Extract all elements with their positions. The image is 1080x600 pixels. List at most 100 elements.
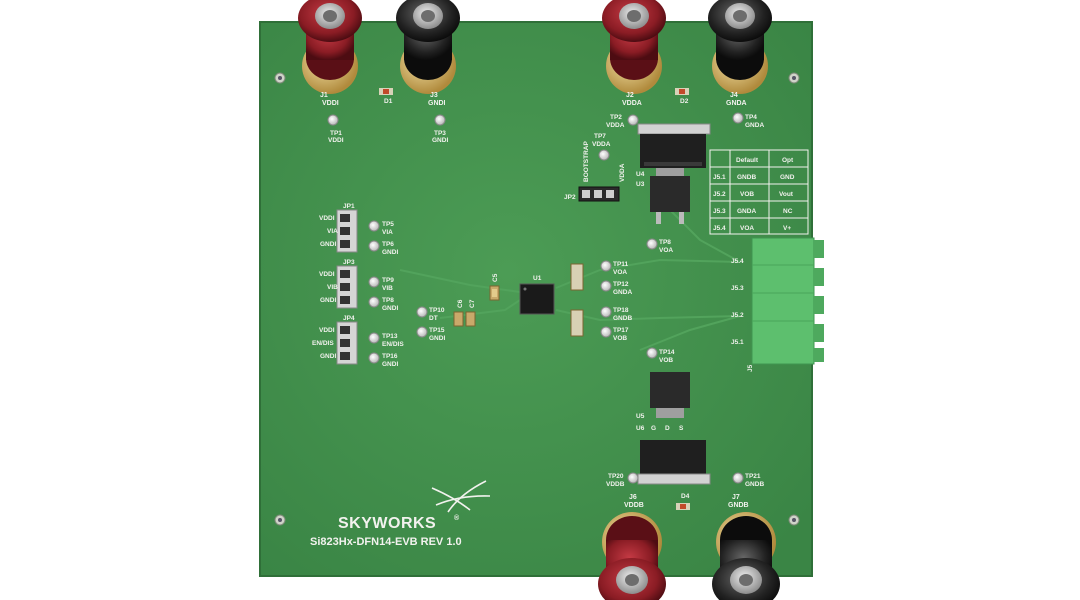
j5-pin1-label: J5.1 [731, 339, 744, 346]
table-cell: J5.4 [713, 225, 726, 232]
jp4-pin3: GNDI [320, 353, 336, 360]
binding-post-j7-black[interactable] [712, 512, 780, 600]
j6-ref: J6 [629, 494, 637, 501]
d2-ref: D2 [680, 98, 689, 105]
testpoint-tp18[interactable]: TP18 GNDB [600, 306, 632, 322]
jp3-pin1: VDDI [319, 271, 335, 278]
testpoint-tp20[interactable]: TP20 VDDB [606, 472, 639, 488]
tp12-ref: TP12 [613, 281, 629, 288]
testpoint-tp6[interactable]: TP6 GNDI [368, 240, 398, 256]
testpoint-tp3[interactable]: TP3 GNDI [432, 114, 448, 144]
testpoint-tp8-gndi[interactable]: TP8 GNDI [368, 296, 398, 312]
tp11-net: VOA [613, 269, 627, 276]
testpoint-tp1[interactable]: TP1 VDDI [327, 114, 344, 144]
jp2-label: BOOTSTRAP [583, 141, 590, 182]
testpoint-tp17[interactable]: TP17 VOB [600, 326, 629, 342]
regulator-u4: U4 [636, 123, 711, 178]
tp18-ref: TP18 [613, 307, 629, 314]
j1-net: VDDI [322, 100, 339, 107]
tp4-ref: TP4 [745, 114, 757, 121]
jp3-pin2: VIB [327, 284, 338, 291]
tp20-net: VDDB [606, 481, 625, 488]
table-header-default: Default [736, 157, 759, 164]
tp7-ref: TP7 [594, 133, 606, 140]
led-d1: D1 [379, 88, 393, 105]
testpoint-tp15[interactable]: TP15 GNDI [416, 326, 445, 342]
jumper-jp2-bootstrap[interactable]: JP2 BOOTSTRAP VDDA [564, 141, 626, 202]
tp8a-net: GNDI [382, 305, 398, 312]
terminal-block-j5[interactable] [751, 237, 824, 365]
testpoint-tp16[interactable]: TP16 GNDI [368, 352, 398, 368]
resistors-output [570, 263, 584, 337]
regulator-u6: U6 G D S [636, 425, 711, 485]
tp21-net: GNDB [745, 481, 764, 488]
tp15-ref: TP15 [429, 327, 445, 334]
c7-ref: C7 [469, 299, 476, 308]
jp1-pin3: GNDI [320, 241, 336, 248]
tp11-ref: TP11 [613, 261, 629, 268]
jp4-ref: JP4 [343, 315, 355, 322]
tp17-ref: TP17 [613, 327, 629, 334]
binding-post-j3-black[interactable] [396, 0, 460, 94]
tp1-net: VDDI [328, 137, 344, 144]
j5-pin3-label: J5.3 [731, 285, 744, 292]
tp1-ref: TP1 [330, 130, 342, 137]
jp2-pin: VDDA [619, 163, 626, 182]
testpoint-tp7[interactable]: TP7 VDDA [592, 133, 611, 161]
led-d2: D2 [675, 88, 689, 105]
testpoint-tp4[interactable]: TP4 GNDA [732, 112, 764, 129]
binding-post-j1-red[interactable] [298, 0, 362, 94]
jp1-ref: JP1 [343, 203, 355, 210]
j5-ref: J5 [747, 364, 754, 372]
table-cell: VOB [740, 191, 754, 198]
u6-pin-s: S [679, 425, 684, 432]
testpoint-tp5[interactable]: TP5 VIA [368, 220, 394, 236]
testpoint-tp13[interactable]: TP13 EN/DIS [368, 332, 404, 348]
tp10-ref: TP10 [429, 307, 445, 314]
header-jp4[interactable]: JP4 VDDI EN/DIS GNDI [312, 315, 358, 365]
tp10-net: DT [429, 315, 438, 322]
testpoint-tp21[interactable]: TP21 GNDB [732, 472, 764, 488]
brand-registered: ® [454, 514, 460, 522]
table-cell: GNDB [737, 174, 756, 181]
tp3-ref: TP3 [434, 130, 446, 137]
mounting-holes [274, 72, 800, 526]
testpoint-tp14[interactable]: TP14 VOB [646, 347, 675, 364]
table-cell: GND [780, 174, 795, 181]
u6-pin-d: D [665, 425, 670, 432]
brand-name: SKYWORKS [338, 515, 436, 532]
tp21-ref: TP21 [745, 473, 761, 480]
mosfet-u5: U5 [636, 372, 690, 420]
tp5-ref: TP5 [382, 221, 394, 228]
testpoint-tp9[interactable]: TP9 VIB [368, 276, 394, 292]
u1-ref: U1 [533, 275, 542, 282]
u5-ref: U5 [636, 413, 645, 420]
table-header-opt: Opt [782, 157, 794, 164]
binding-post-j6-red[interactable] [598, 512, 666, 600]
j6-net: VDDB [624, 502, 644, 509]
header-jp3[interactable]: JP3 VDDI VIB GNDI [319, 259, 358, 309]
testpoint-tp10[interactable]: TP10 DT [416, 306, 445, 322]
board-model: Si823Hx-DFN14-EVB REV 1.0 [310, 536, 462, 548]
testpoint-tp11[interactable]: TP11 VOA [600, 260, 629, 276]
table-cell: J5.1 [713, 174, 726, 181]
testpoint-tp8-voa[interactable]: TP8 VOA [646, 238, 673, 254]
testpoint-tp2[interactable]: TP2 VDDA [606, 114, 639, 129]
tp8-ref: TP8 [659, 239, 671, 246]
tp8a-ref: TP8 [382, 297, 394, 304]
binding-post-j4-black[interactable] [708, 0, 772, 94]
jp4-pin2: EN/DIS [312, 340, 334, 347]
header-jp1[interactable]: JP1 VDDI VIA GNDI [319, 203, 358, 253]
tp18-net: GNDB [613, 315, 632, 322]
tp12-net: GNDA [613, 289, 632, 296]
tp13-ref: TP13 [382, 333, 398, 340]
testpoint-tp12[interactable]: TP12 GNDA [600, 280, 632, 296]
tp14-net: VOB [659, 357, 673, 364]
d1-ref: D1 [384, 98, 393, 105]
tp17-net: VOB [613, 335, 627, 342]
j3-ref: J3 [430, 92, 438, 99]
binding-post-j2-red[interactable] [602, 0, 666, 94]
j4-ref: J4 [730, 92, 738, 99]
tp15-net: GNDI [429, 335, 445, 342]
table-cell: J5.2 [713, 191, 726, 198]
